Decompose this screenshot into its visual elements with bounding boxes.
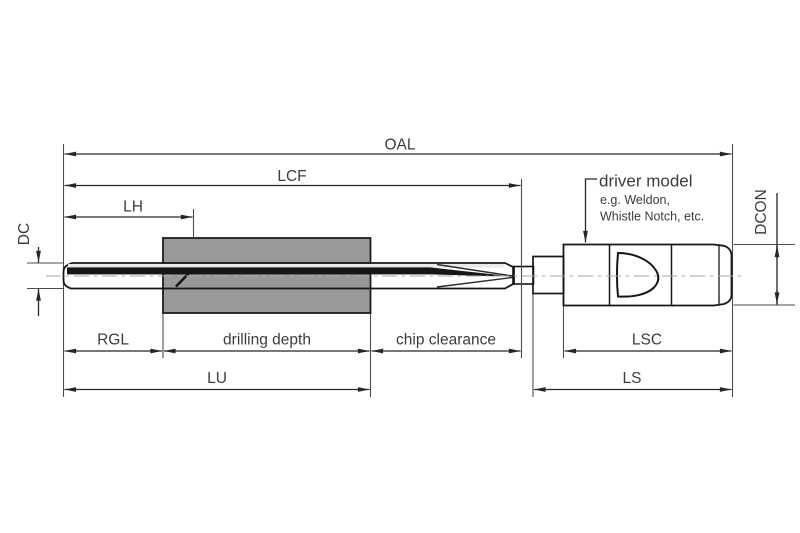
driver-note-line2: Whistle Notch, etc. <box>600 210 704 224</box>
dc-label: DC <box>16 223 33 245</box>
shank-body <box>562 243 733 307</box>
flute-dark-band <box>67 267 430 275</box>
driver-model-leader <box>583 178 597 243</box>
drilling-depth-label: drilling depth <box>223 332 311 349</box>
driver-note-line1: e.g. Weldon, <box>600 193 670 207</box>
flute-runout-wedge <box>430 267 515 277</box>
drive-neck <box>532 255 565 295</box>
lu-label: LU <box>207 370 227 387</box>
drill-fluted-shaft <box>62 262 515 290</box>
chip-clearance-label: chip clearance <box>396 332 496 349</box>
ls-label: LS <box>623 370 642 387</box>
rgl-label: RGL <box>97 332 129 349</box>
driver-model-label: driver model <box>599 172 693 191</box>
reduced-shaft <box>512 265 535 285</box>
lsc-label: LSC <box>632 332 662 349</box>
driver-flat <box>615 251 660 298</box>
flute-gash-line <box>175 267 195 288</box>
lh-label: LH <box>123 199 143 216</box>
dcon-label: DCON <box>753 189 770 235</box>
shaft-top-highlight <box>68 264 504 268</box>
oal-label: OAL <box>384 137 415 154</box>
flute-runout-edge-upper <box>436 263 516 278</box>
flute-runout-edge-lower <box>436 276 516 288</box>
lcf-label: LCF <box>277 168 306 185</box>
